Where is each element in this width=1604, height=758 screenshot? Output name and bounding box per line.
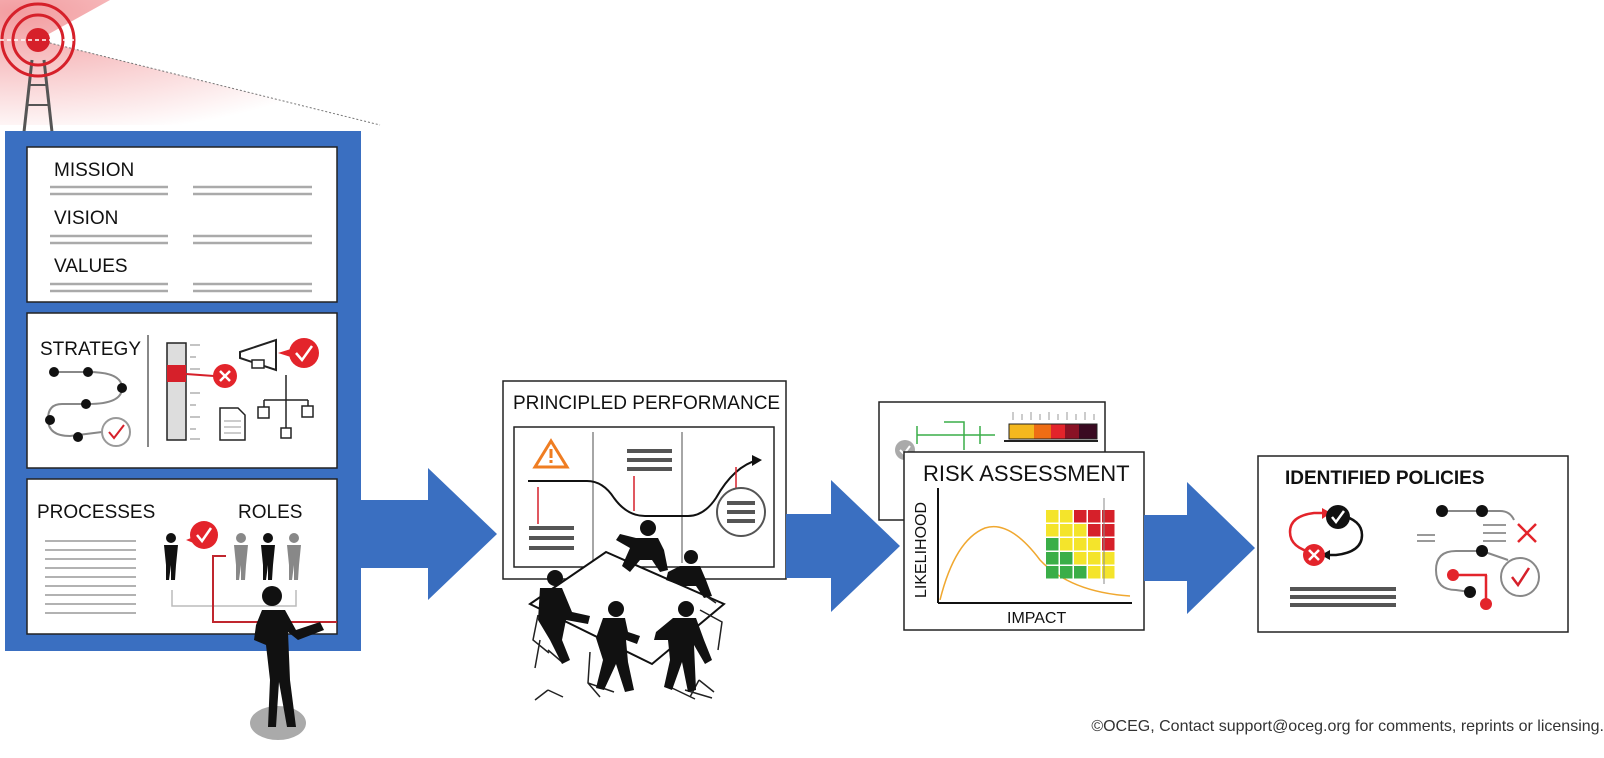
heatmap-cell [1102, 566, 1115, 579]
likelihood-axis-label: LIKELIHOOD [913, 501, 930, 598]
cycle-arrows-icon [1288, 505, 1396, 607]
strategy-path-icon [45, 367, 131, 447]
principled-performance-title: PRINCIPLED PERFORMANCE [513, 393, 781, 414]
meeting-table-icon [528, 520, 726, 701]
heatmap-cell [1088, 552, 1101, 565]
megaphone-icon [239, 338, 277, 372]
processes-text-lines [45, 540, 136, 614]
mission-vision-values-card [26, 146, 338, 303]
impact-axis-label: IMPACT [1007, 610, 1067, 627]
risk-tool-card-back-graphics [895, 412, 1098, 460]
flow-path-icon [1417, 505, 1540, 610]
flow-arrow-3 [1144, 482, 1255, 614]
values-label: VALUES [54, 256, 128, 277]
processes-label: PROCESSES [37, 502, 156, 523]
heatmap-cell [1060, 566, 1073, 579]
warning-icon [532, 438, 570, 469]
heatmap-cell [1060, 524, 1073, 537]
risk-heatmap [1046, 498, 1115, 584]
heatmap-cell [1074, 524, 1087, 537]
radar-tower-icon [0, 0, 381, 133]
heatmap-cell [1060, 538, 1073, 551]
role-figures-icon [164, 521, 337, 623]
heatmap-cell [1074, 552, 1087, 565]
heatmap-cell [1088, 538, 1101, 551]
risk-assessment-chart [937, 488, 1132, 604]
heatmap-cell [1102, 524, 1115, 537]
heatmap-cell [1046, 524, 1059, 537]
checkmark-badge-icon [278, 338, 319, 368]
document-icon [219, 407, 246, 441]
heatmap-cell [1074, 538, 1087, 551]
heatmap-cell [1046, 538, 1059, 551]
processes-roles-card [26, 478, 338, 635]
heatmap-cell [1060, 552, 1073, 565]
risk-assessment-title: RISK ASSESSMENT [923, 461, 1130, 486]
heatmap-cell [1046, 566, 1059, 579]
thermometer-gauge-icon [166, 342, 215, 441]
heatmap-cell [1046, 552, 1059, 565]
heatmap-cell [1074, 566, 1087, 579]
roles-label: ROLES [238, 502, 303, 523]
heatmap-cell [1088, 566, 1101, 579]
heatmap-cell [1074, 510, 1087, 523]
heatmap-cell [1060, 510, 1073, 523]
flow-arrow-2 [786, 480, 900, 612]
principled-performance-chart [528, 432, 766, 563]
strategy-label: STRATEGY [40, 339, 141, 360]
heatmap-cell [1088, 524, 1101, 537]
heatmap-cell [1102, 552, 1115, 565]
mission-vision-values-text-lines [50, 185, 312, 293]
heatmap-cell [1102, 538, 1115, 551]
mission-label: MISSION [54, 160, 135, 181]
person-pointing-icon [250, 586, 324, 740]
copyright-notice: ©OCEG, Contact support@oceg.org for comm… [1091, 718, 1604, 735]
heatmap-cell [1046, 510, 1059, 523]
identified-policies-title: IDENTIFIED POLICIES [1285, 468, 1485, 489]
org-chart-icon [257, 375, 314, 439]
flow-arrow-1 [361, 468, 497, 600]
heatmap-cell [1088, 510, 1101, 523]
vision-label: VISION [54, 208, 119, 229]
identified-policies-card [1257, 455, 1569, 633]
x-badge-icon [213, 364, 237, 388]
heatmap-cell [1102, 510, 1115, 523]
